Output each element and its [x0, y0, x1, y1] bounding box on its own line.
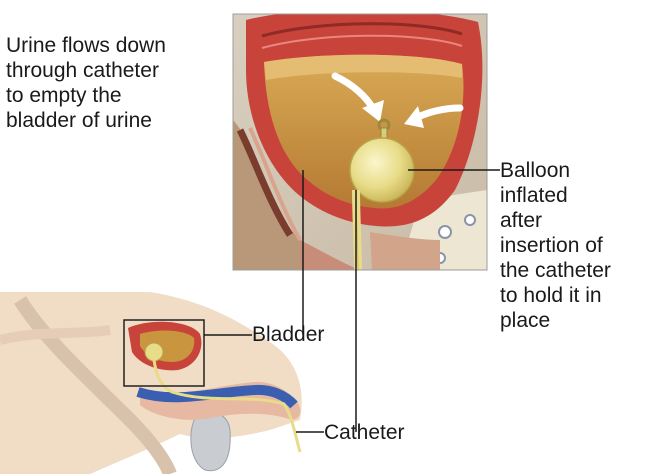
urine-flow-note: Urine flows down through catheter to emp…: [6, 33, 166, 133]
urine-flow-note-line: through catheter: [6, 58, 166, 83]
balloon-note-line: inflated: [500, 183, 611, 208]
balloon-note-line: insertion of: [500, 233, 611, 258]
magnified-bladder-inset: [233, 10, 487, 275]
urine-flow-note-line: Urine flows down: [6, 33, 166, 58]
balloon-note-line: after: [500, 208, 611, 233]
catheter-label: Catheter: [324, 420, 405, 445]
urine-flow-note-line: to empty the: [6, 83, 166, 108]
balloon-note: Balloon inflated after insertion of the …: [500, 158, 611, 333]
balloon-note-line: the catheter: [500, 258, 611, 283]
balloon-note-line: place: [500, 308, 611, 333]
balloon-note-line: to hold it in: [500, 283, 611, 308]
bladder-label: Bladder: [252, 322, 324, 347]
balloon-note-line: Balloon: [500, 158, 611, 183]
urine-flow-note-line: bladder of urine: [6, 108, 166, 133]
